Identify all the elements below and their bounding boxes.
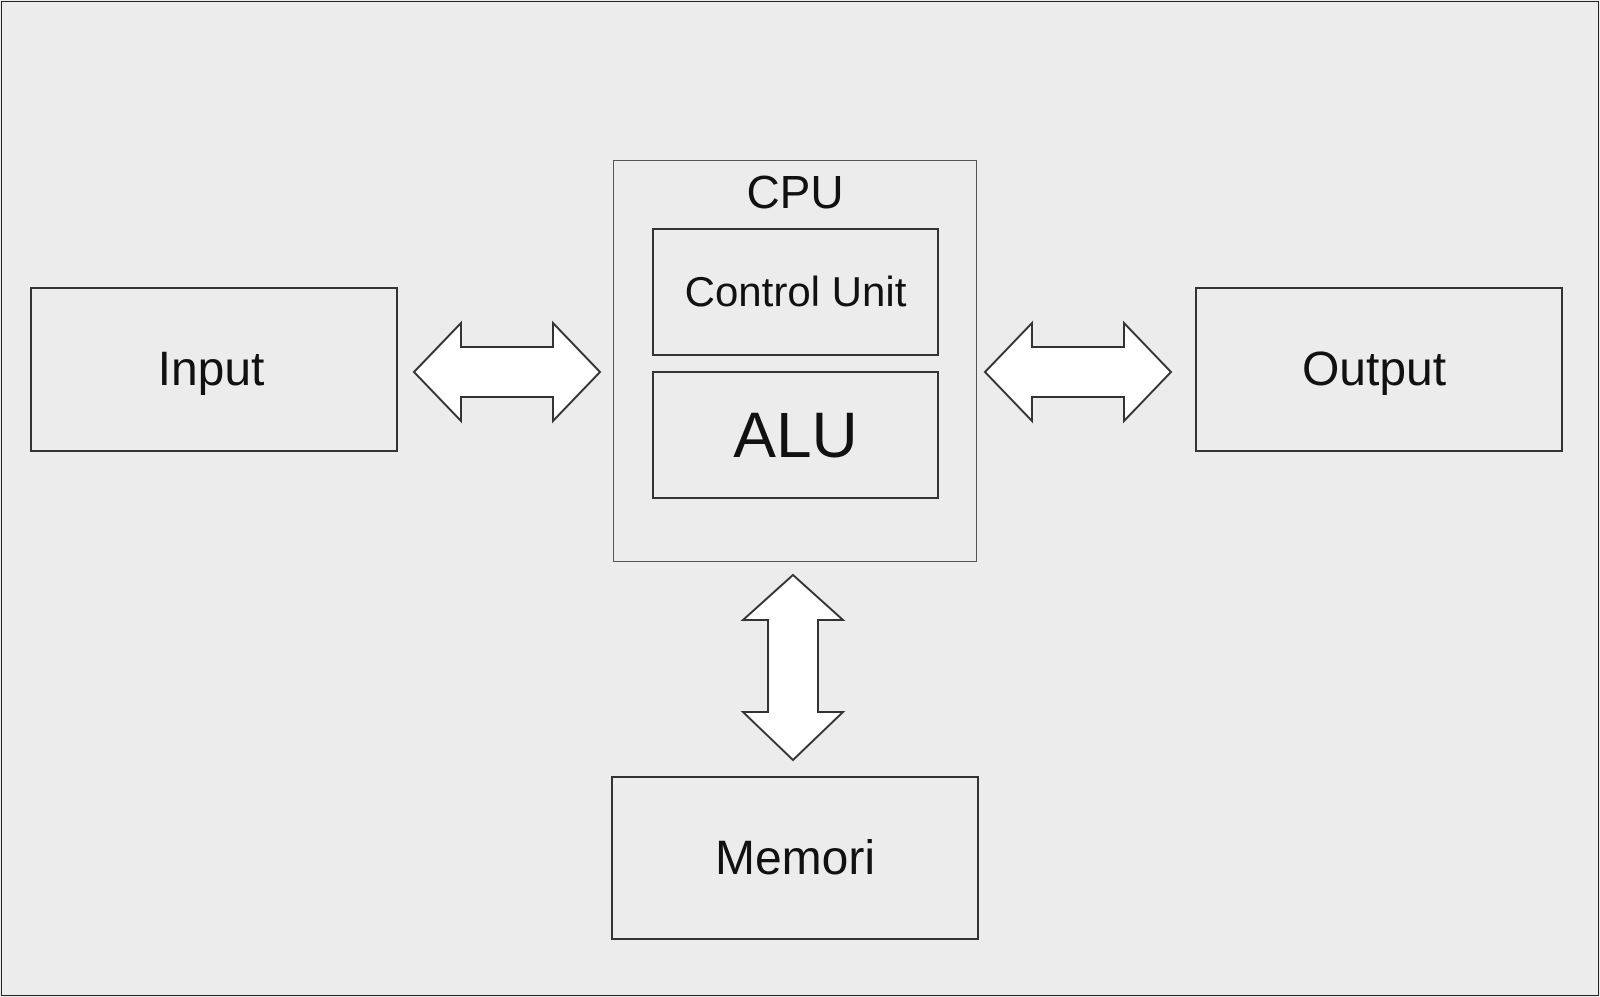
input-box: Input	[30, 287, 398, 452]
control-unit-box: Control Unit	[652, 228, 939, 356]
cpu-title: CPU	[746, 166, 844, 218]
control-unit-label: Control Unit	[684, 268, 907, 315]
memory-box: Memori	[611, 776, 979, 940]
cpu-output-double-arrow	[983, 320, 1173, 424]
input-cpu-double-arrow	[412, 320, 602, 424]
output-box: Output	[1195, 287, 1563, 452]
cpu-memory-double-arrow	[740, 573, 846, 762]
output-label: Output	[1301, 343, 1447, 396]
memory-label: Memori	[714, 831, 875, 885]
alu-label: ALU	[733, 399, 858, 471]
alu-box: ALU	[652, 371, 939, 499]
input-label: Input	[157, 343, 265, 396]
cpu-box: CPU Control Unit ALU	[613, 160, 977, 562]
